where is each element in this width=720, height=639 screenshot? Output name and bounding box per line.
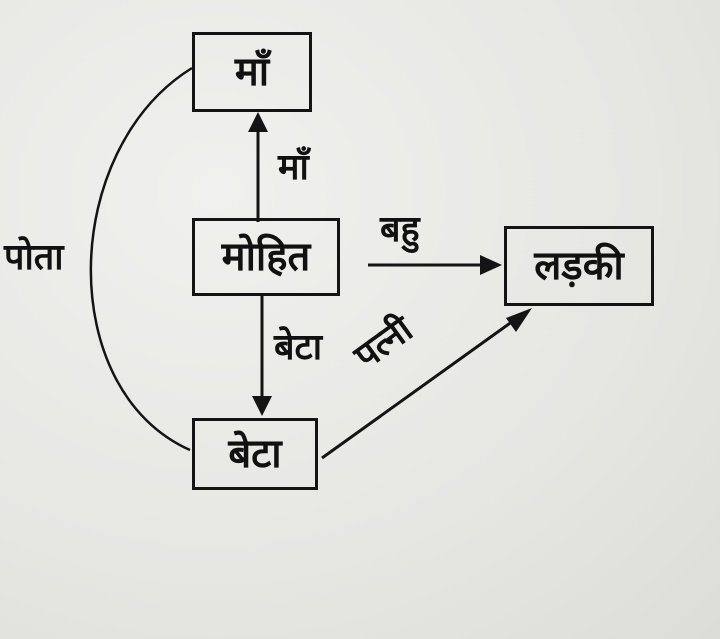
arrowhead-mother	[248, 112, 268, 132]
node-mother-label: माँ	[234, 49, 270, 95]
arrow-son-to-girl	[321, 314, 521, 460]
curve-mother-to-son	[89, 66, 193, 452]
node-mother: माँ	[192, 32, 312, 112]
node-girl: लड़की	[504, 226, 654, 306]
node-girl-label: लड़की	[534, 243, 624, 289]
node-son-label: बेटा	[228, 431, 282, 477]
node-son: बेटा	[192, 418, 318, 490]
node-mohit: मोहित	[192, 218, 340, 296]
edge-label-mohit-to-mother: माँ	[278, 147, 309, 188]
arrowhead-girl-horizontal	[480, 255, 502, 275]
arrowhead-girl-diagonal	[506, 308, 532, 332]
arrowhead-son	[252, 396, 272, 416]
edge-label-mohit-to-son: बेटा	[274, 327, 323, 368]
node-mohit-label: मोहित	[221, 234, 311, 280]
edge-label-mother-son-curve: पोता	[4, 237, 64, 278]
edge-label-mohit-to-girl: बहु	[380, 209, 420, 250]
